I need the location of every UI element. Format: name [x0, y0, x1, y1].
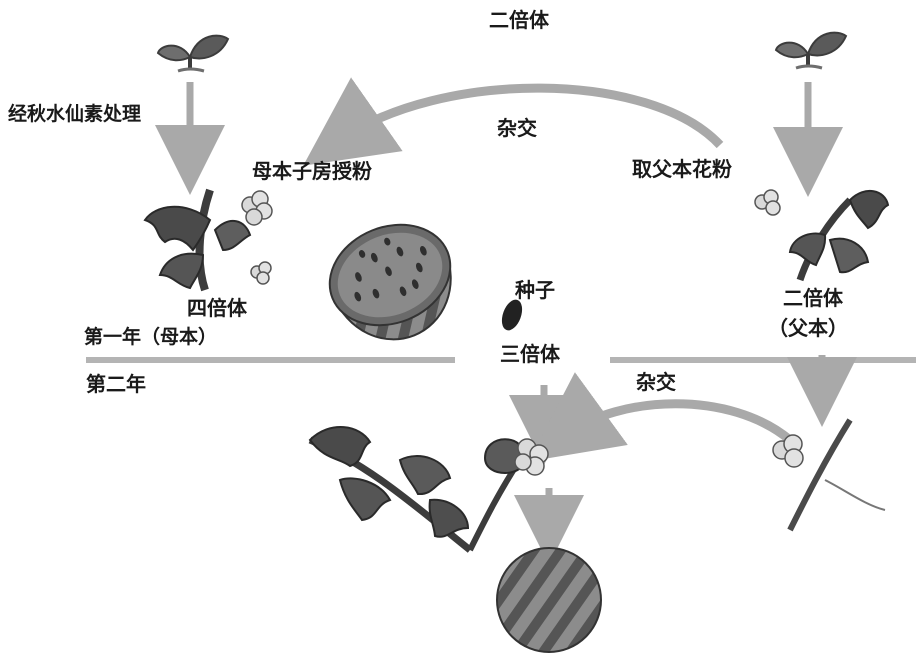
flower-icon	[241, 190, 273, 226]
label-father: （父本）	[768, 316, 848, 340]
watermelon-half-icon	[328, 223, 452, 341]
label-triploid: 三倍体	[500, 342, 560, 366]
arrow-cross-top	[303, 77, 724, 166]
label-take-pollen: 取父本花粉	[632, 157, 732, 181]
label-colchicine: 经秋水仙素处理	[8, 103, 142, 125]
flower-icon	[754, 189, 781, 216]
label-top-diploid: 二倍体	[489, 8, 549, 32]
seedling-icon	[774, 31, 848, 70]
label-year-one: 第一年（母本）	[84, 326, 218, 348]
flower-icon	[772, 434, 804, 468]
label-tetraploid: 四倍体	[187, 296, 247, 320]
label-diploid-right: 二倍体	[783, 286, 843, 310]
tetraploid-plant-icon	[143, 188, 273, 292]
label-mother-pollinate: 母本子房授粉	[252, 159, 372, 183]
diploid-branch-icon	[772, 418, 886, 532]
flower-icon	[483, 438, 549, 476]
flower-icon	[250, 261, 272, 285]
watermelon-icon	[496, 547, 602, 653]
label-year-two: 第二年	[86, 372, 146, 396]
seed-icon	[501, 299, 523, 331]
diploid-plant-icon	[754, 189, 890, 282]
label-cross-top: 杂交	[497, 116, 537, 140]
arrow-cross-bottom	[528, 372, 793, 462]
seedling-icon	[156, 34, 230, 73]
label-seed: 种子	[515, 278, 555, 302]
triploid-plant-icon	[308, 426, 549, 553]
label-cross-bottom: 杂交	[636, 370, 676, 394]
